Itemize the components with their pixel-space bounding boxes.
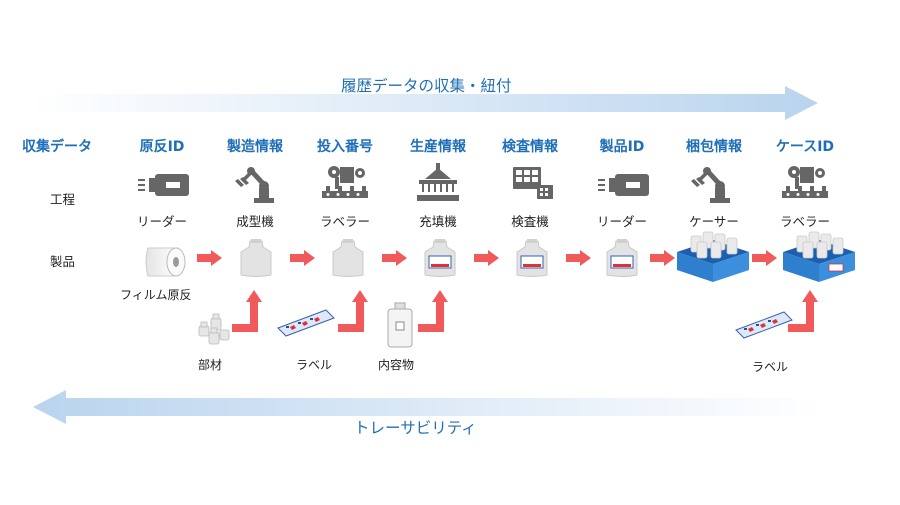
input-arrow [232, 290, 262, 332]
labeler-icon [322, 166, 368, 198]
flow-arrow [650, 250, 675, 266]
process-filler: 充填機 [419, 214, 457, 229]
traceability-arrow-label: トレーサビリティ [354, 419, 477, 437]
process-reader-2: リーダー [596, 214, 647, 229]
data-collection-arrow-label: 履歴データの収集・紐付 [341, 77, 512, 95]
filler-icon [417, 163, 459, 201]
process-labeler-1: ラベラー [319, 214, 370, 229]
flow-arrow [566, 250, 591, 266]
flow-arrow [290, 250, 315, 266]
process-reader-1: リーダー [136, 214, 187, 229]
process-molding-machine: 成型機 [236, 214, 274, 229]
collected-data-row-label: 収集データ [22, 139, 92, 155]
header-case-id: ケースID [775, 139, 835, 155]
robot-arm-icon [691, 167, 730, 203]
labeler-icon [782, 166, 828, 198]
flow-arrow [197, 250, 222, 266]
film-roll-icon [145, 247, 186, 277]
reader-icon [138, 174, 189, 196]
header-product-id: 製品ID [599, 139, 645, 155]
robot-arm-icon [235, 167, 274, 203]
traceability-arrow [33, 390, 823, 424]
product-row-label: 製品 [50, 254, 76, 269]
labeled-pouch-icon [516, 239, 548, 277]
case-box-icon [677, 231, 749, 282]
contents-bottle-icon [387, 302, 413, 348]
label-strip-icon [735, 311, 793, 339]
label-2-text: ラベル [752, 360, 789, 374]
label-strip-icon [277, 309, 335, 337]
inspection-machine-icon [513, 167, 553, 199]
flow-arrow [474, 250, 499, 266]
pouch-icon [240, 239, 272, 277]
input-arrow [788, 290, 818, 332]
flow-arrow [382, 250, 407, 266]
film-roll-label: フィルム原反 [120, 288, 192, 302]
parts-label: 部材 [198, 358, 223, 372]
pouch-icon [332, 239, 364, 277]
input-arrow [418, 290, 448, 332]
header-manufacturing-info: 製造情報 [227, 139, 283, 155]
header-raw-material-id: 原反ID [139, 139, 185, 155]
header-production-info: 生産情報 [410, 139, 466, 155]
parts-icon [198, 313, 230, 345]
header-packing-info: 梱包情報 [686, 139, 742, 155]
flow-arrow [752, 250, 777, 266]
data-collection-arrow [30, 86, 818, 120]
labeled-case-box-icon [783, 231, 855, 282]
process-inspection-machine: 検査機 [511, 214, 549, 229]
reader-icon [598, 174, 649, 196]
process-row-label: 工程 [50, 192, 76, 207]
label-1-text: ラベル [296, 358, 333, 372]
header-input-number: 投入番号 [317, 139, 373, 155]
labeled-pouch-icon [606, 239, 638, 277]
input-arrow [338, 290, 368, 332]
process-labeler-2: ラベラー [779, 214, 830, 229]
labeled-pouch-icon [424, 239, 456, 277]
header-inspection-info: 検査情報 [502, 139, 558, 155]
contents-label: 内容物 [378, 358, 415, 372]
process-case-packer: ケーサー [689, 214, 739, 229]
